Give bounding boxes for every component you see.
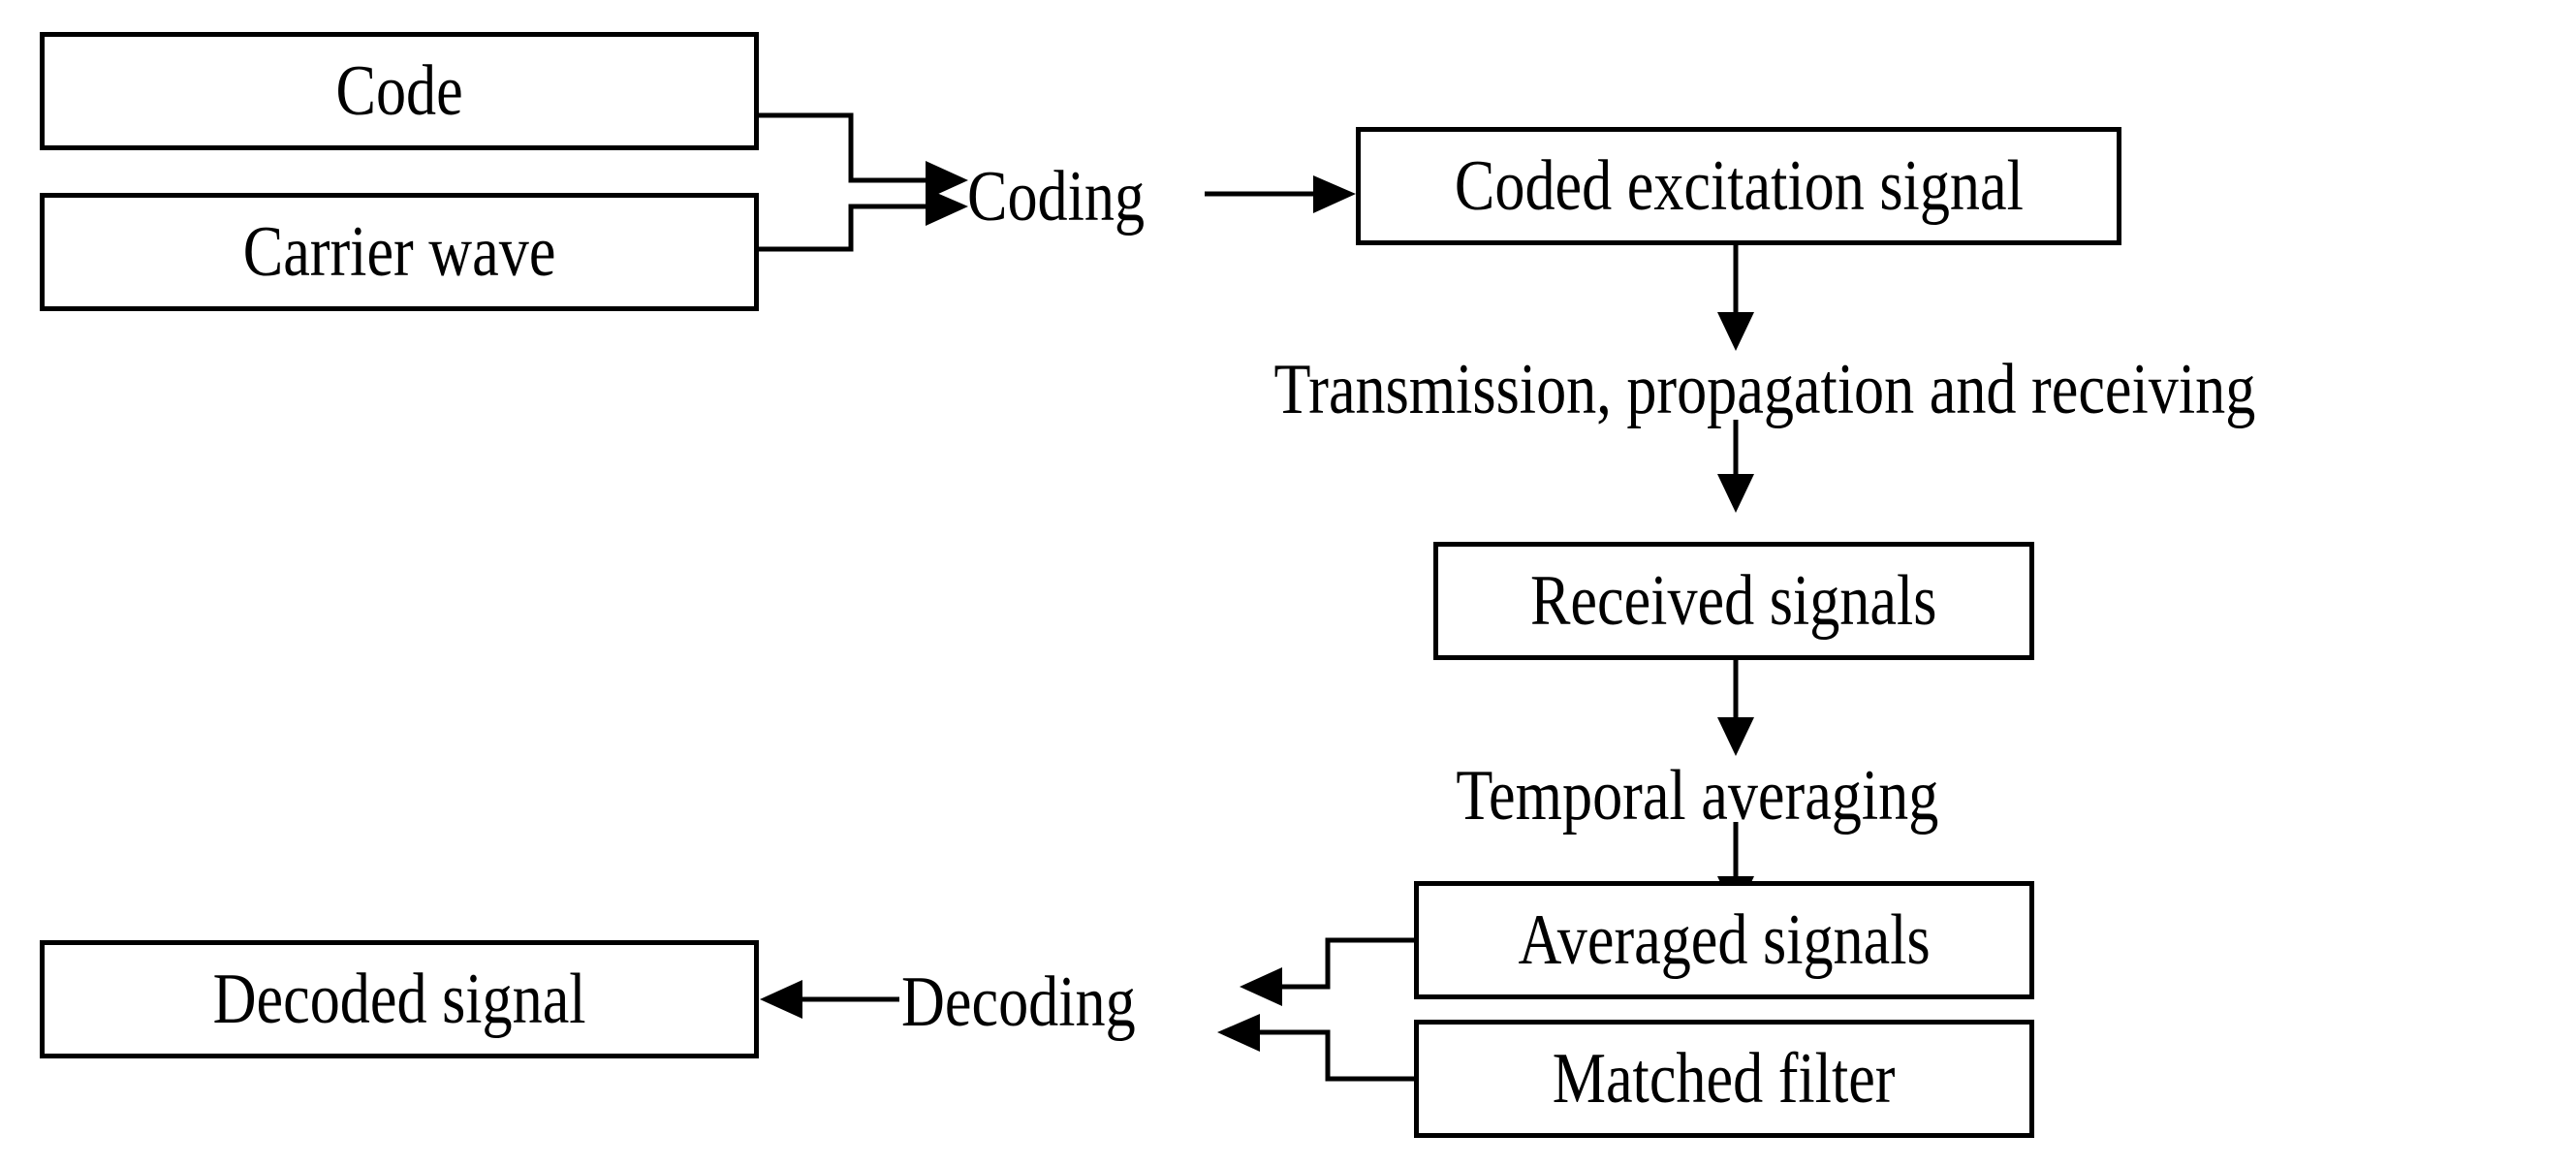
process-coding[interactable]: Coding <box>967 161 1178 233</box>
process-temporal-averaging-label: Temporal averaging <box>1456 756 1939 836</box>
process-coding-label: Coding <box>967 157 1146 237</box>
node-carrier-wave-label: Carrier wave <box>242 212 556 292</box>
node-decoded-signal[interactable]: Decoded signal <box>40 940 759 1058</box>
node-matched-filter[interactable]: Matched filter <box>1414 1020 2034 1138</box>
node-averaged-signals-label: Averaged signals <box>1518 900 1931 980</box>
process-decoding[interactable]: Decoding <box>901 966 1180 1038</box>
process-transmission-label: Transmission, propagation and receiving <box>1273 350 2256 429</box>
process-decoding-label: Decoding <box>901 962 1136 1042</box>
process-transmission[interactable]: Transmission, propagation and receiving <box>1180 354 2349 426</box>
edge-code-to-coding <box>759 112 968 200</box>
node-received-signals[interactable]: Received signals <box>1433 542 2034 660</box>
node-received-signals-label: Received signals <box>1530 561 1937 641</box>
edge-coding-to-coded-excitation <box>1205 175 1356 213</box>
edge-received-to-temporal <box>1717 660 1754 756</box>
edge-decoding-to-decoded <box>760 980 899 1019</box>
edge-averaged-to-decoding <box>1240 937 1414 1006</box>
node-code-label: Code <box>335 51 463 131</box>
node-coded-excitation-signal[interactable]: Coded excitation signal <box>1356 127 2121 245</box>
node-averaged-signals[interactable]: Averaged signals <box>1414 881 2034 999</box>
node-carrier-wave[interactable]: Carrier wave <box>40 193 759 311</box>
node-matched-filter-label: Matched filter <box>1553 1039 1896 1119</box>
edge-matched-filter-to-decoding <box>1217 1014 1414 1082</box>
process-temporal-averaging[interactable]: Temporal averaging <box>1410 760 1985 832</box>
node-coded-excitation-signal-label: Coded excitation signal <box>1454 146 2024 226</box>
node-decoded-signal-label: Decoded signal <box>212 960 586 1039</box>
edge-coded-excitation-to-transmission <box>1717 245 1754 351</box>
edge-carrier-wave-to-coding <box>759 188 968 252</box>
edge-transmission-to-received <box>1717 420 1754 513</box>
node-code[interactable]: Code <box>40 32 759 150</box>
